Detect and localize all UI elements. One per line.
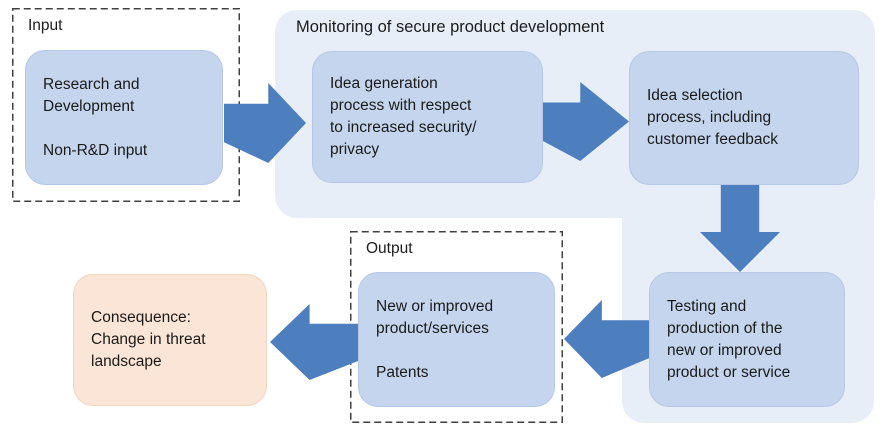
output-products-box: New or improved product/services Patents [358,272,555,407]
consequence-box: Consequence: Change in threat landscape [73,274,267,406]
research-and-development-text: Research and Development Non-R&D input [43,75,148,159]
idea-selection-text: Idea selection process, including custom… [647,87,778,148]
testing-production-box: Testing and production of the new or imp… [649,272,845,407]
arrow-left-output-to-consequence-icon [270,304,360,380]
idea-generation-box: Idea generation process with respect to … [312,51,543,183]
monitoring-title: Monitoring of secure product development [296,18,605,36]
testing-production-text: Testing and production of the new or imp… [667,297,791,381]
output-products-text: New or improved product/services Patents [376,297,494,381]
consequence-text: Consequence: Change in threat landscape [91,309,206,370]
output-group-label: Output [366,240,413,257]
idea-generation-text: Idea generation process with respect to … [330,75,477,158]
input-group-label: Input [28,17,63,34]
research-and-development-box: Research and Development Non-R&D input [25,50,223,185]
idea-selection-box: Idea selection process, including custom… [629,51,859,185]
